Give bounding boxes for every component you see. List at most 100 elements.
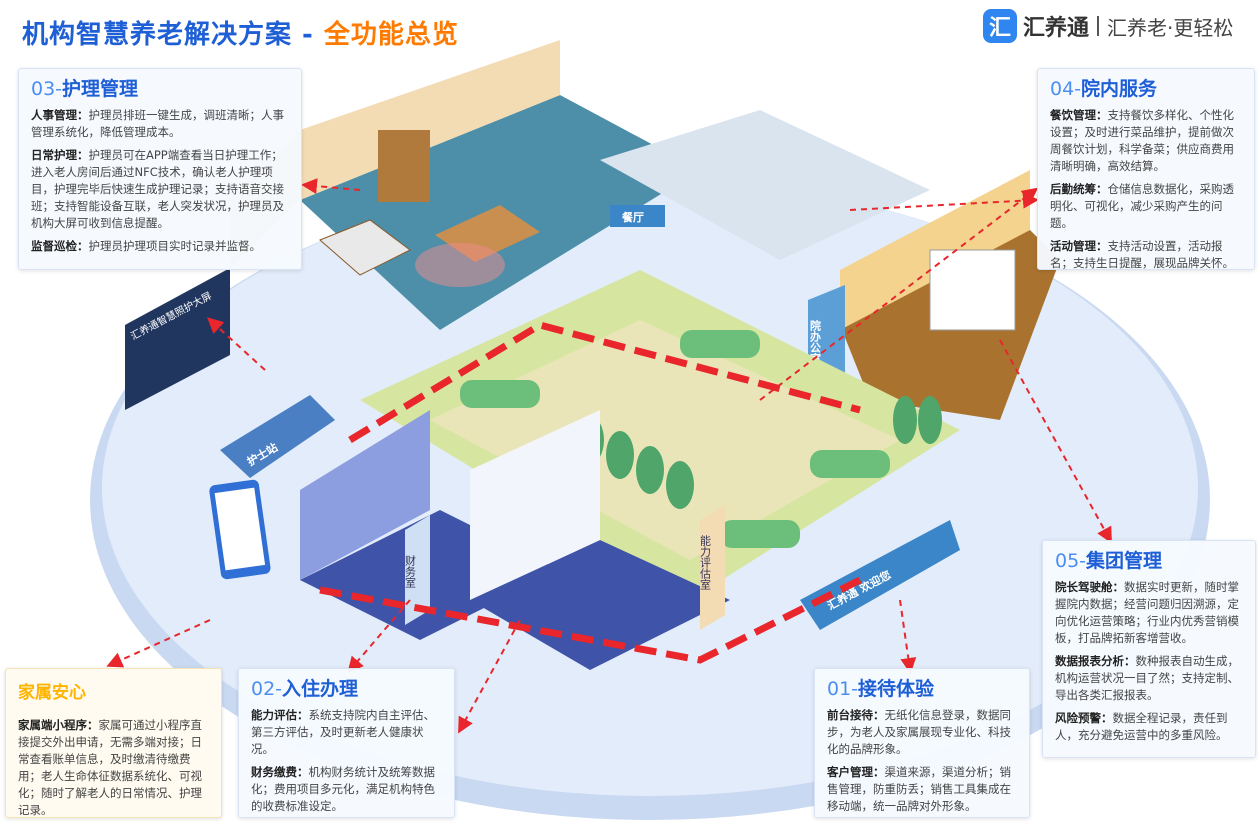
card-title-text: 家属安心 (18, 683, 86, 703)
title-main: 机构智慧养老解决方案 - (22, 20, 324, 50)
item-label: 监督巡检： (31, 239, 89, 253)
item-label: 餐饮管理： (1050, 108, 1108, 122)
card-number: 02- (251, 678, 283, 700)
reception-desk (800, 520, 960, 630)
arrow-checkin (347, 599, 411, 674)
finance-label: 财务室 (404, 554, 417, 588)
card-title-text: 接待体验 (858, 678, 935, 700)
card-item: 活动管理：支持活动设置，活动报名；支持生日提醒，展现品牌关怀。 (1050, 238, 1242, 272)
card-family-peace-of-mind: 家属安心 家属端小程序：家属可通过小程序直接提交外出申请，无需多端对接；日常查看… (5, 668, 222, 818)
card-title: 05-集团管理 (1055, 549, 1243, 573)
card-title-text: 入住办理 (282, 678, 359, 700)
item-label: 数据报表分析： (1055, 654, 1136, 668)
item-text: 护理员排班一键生成，调班清晰；人事管理系统化，降低管理成本。 (31, 108, 284, 139)
dashboard-screen (929, 249, 1016, 331)
card-title: 家属安心 (18, 681, 209, 705)
item-label: 财务缴费： (251, 765, 309, 779)
item-text: 数种报表自动生成，机构运营状况一目了然；支持定制、导出各类汇报报表。 (1055, 654, 1239, 702)
card-item: 前台接待：无纸化信息登录，数据同步，为老人及家属展现专业化、科技化的品牌形象。 (827, 707, 1017, 758)
item-label: 院长驾驶舱： (1055, 580, 1124, 594)
bed (319, 219, 411, 276)
card-item: 财务缴费：机构财务统计及统筹数据化；费用项目多元化，满足机构特色的收费标准设定。 (251, 764, 442, 815)
arrow-family (106, 619, 211, 668)
brand: 汇 汇养通 汇养老·更轻松 (983, 8, 1233, 44)
item-label: 能力评估： (251, 708, 309, 722)
item-label: 人事管理： (31, 108, 89, 122)
arrow-activity (759, 187, 1039, 401)
office-label: 院办公室 (809, 319, 822, 364)
item-label: 后勤统筹： (1050, 182, 1108, 196)
card-title-text: 院内服务 (1081, 78, 1158, 100)
card-title: 02-入住办理 (251, 677, 442, 701)
card-in-house-services: 04-院内服务 餐饮管理：支持餐饮多样化、个性化设置；及时进行菜品维护，提前做次… (1037, 68, 1255, 270)
arrow-group (999, 339, 1112, 544)
visitor-route (319, 576, 862, 664)
item-label: 客户管理： (827, 765, 885, 779)
assessment-room-floor (470, 540, 730, 670)
item-text: 无纸化信息登录，数据同步，为老人及家属展现专业化、科技化的品牌形象。 (827, 708, 1011, 756)
card-item: 人事管理：护理员排班一键生成，调班清晰；人事管理系统化，降低管理成本。 (31, 107, 289, 141)
arrow-reception (899, 599, 917, 674)
phone-screen (214, 487, 266, 571)
card-reception-experience: 01-接待体验 前台接待：无纸化信息登录，数据同步，为老人及家属展现专业化、科技… (814, 668, 1030, 818)
card-item: 数据报表分析：数种报表自动生成，机构运营状况一目了然；支持定制、导出各类汇报报表… (1055, 653, 1243, 704)
item-text: 支持餐饮多样化、个性化设置；及时进行菜品维护，提前做次周餐饮计划，科学备菜；供应… (1050, 108, 1234, 173)
item-label: 风险预警： (1055, 711, 1113, 725)
card-care-management: 03-护理管理 人事管理：护理员排班一键生成，调班清晰；人事管理系统化，降低管理… (18, 68, 302, 270)
dining-sign (610, 205, 665, 227)
item-text: 仓储信息数据化，采购透明化、可视化，减少采购产生的问题。 (1050, 182, 1234, 230)
card-title: 03-护理管理 (31, 77, 289, 101)
item-text: 机构财务统计及统筹数据化；费用项目多元化，满足机构特色的收费标准设定。 (251, 765, 435, 813)
nurse-station-desk (220, 395, 335, 478)
card-number: 04- (1050, 78, 1082, 100)
assessment-sign-wall (700, 505, 725, 630)
item-label: 前台接待： (827, 708, 885, 722)
item-text: 护理员可在APP端查看当日护理工作；进入老人房间后通过NFC技术，确认老人护理项… (31, 148, 284, 230)
card-title-text: 护理管理 (62, 78, 139, 100)
card-number: 05- (1055, 550, 1087, 572)
brand-divider (1097, 16, 1100, 36)
card-item: 院长驾驶舱：数据实时更新，随时掌握院内数据；经营问题归因溯源，定向优化运营策略；… (1055, 579, 1243, 647)
big-screen (125, 268, 230, 410)
visitor-route (348, 321, 861, 443)
alert-signal (415, 243, 505, 287)
card-item: 餐饮管理：支持餐饮多样化、个性化设置；及时进行菜品维护，提前做次周餐饮计划，科学… (1050, 107, 1242, 175)
assessment-room-wall (470, 410, 600, 600)
card-title-text: 集团管理 (1086, 550, 1163, 572)
title-highlight: 全功能总览 (323, 20, 459, 50)
item-text: 支持活动设置，活动报名；支持生日提醒，展现品牌关怀。 (1050, 239, 1234, 270)
brand-slogan: 汇养老·更轻松 (1107, 15, 1234, 40)
card-item: 监督巡检：护理员护理项目实时记录并监督。 (31, 238, 289, 255)
card-item: 后勤统筹：仓储信息数据化，采购透明化、可视化，减少采购产生的问题。 (1050, 181, 1242, 232)
brand-name: 汇养通 (1023, 16, 1090, 41)
card-number: 03- (31, 78, 63, 100)
finance-room-sign-wall (405, 515, 430, 625)
item-text: 渠道来源，渠道分析；销售管理，防重防丢；销售工具集成在移动端，统一品牌对外形象。 (827, 765, 1011, 813)
card-number: 01- (827, 678, 859, 700)
card-check-in: 02-入住办理 能力评估：系统支持院内自主评估、第三方评估，及时更新老人健康状况… (238, 668, 455, 818)
arrow-care (301, 178, 361, 195)
dining-floor (600, 110, 930, 260)
card-item: 风险预警：数据全程记录，责任到人，充分避免运营中的多重风险。 (1055, 710, 1243, 744)
item-text: 数据实时更新，随时掌握院内数据；经营问题归因溯源，定向优化运营策略；行业内优秀营… (1055, 580, 1239, 645)
item-text: 护理员护理项目实时记录并监督。 (88, 239, 262, 253)
card-title: 04-院内服务 (1050, 77, 1242, 101)
arrow-service (849, 192, 1039, 211)
assessment-label: 能力评估室 (699, 534, 712, 590)
garden-path (430, 320, 900, 560)
hedges (460, 330, 890, 548)
item-label: 家属端小程序： (18, 718, 99, 732)
page-title: 机构智慧养老解决方案 - 全功能总览 (22, 14, 459, 51)
card-item: 日常护理：护理员可在APP端查看当日护理工作；进入老人房间后通过NFC技术，确认… (31, 147, 289, 232)
card-item: 能力评估：系统支持院内自主评估、第三方评估，及时更新老人健康状况。 (251, 707, 442, 758)
item-text: 系统支持院内自主评估、第三方评估，及时更新老人健康状况。 (251, 708, 435, 756)
item-text: 家属可通过小程序直接提交外出申请，无需多端对接；日常查看账单信息，及时缴清待缴费… (18, 718, 202, 817)
brand-logo-icon: 汇 (983, 9, 1017, 43)
item-label: 活动管理： (1050, 239, 1108, 253)
item-text: 数据全程记录，责任到人，充分避免运营中的多重风险。 (1055, 711, 1228, 742)
finance-room-wall (300, 410, 430, 580)
card-item: 客户管理：渠道来源，渠道分析；销售管理，防重防丢；销售工具集成在移动端，统一品牌… (827, 764, 1017, 815)
card-group-management: 05-集团管理 院长驾驶舱：数据实时更新，随时掌握院内数据；经营问题归因溯源，定… (1042, 540, 1256, 758)
arrow-screen (207, 317, 266, 371)
